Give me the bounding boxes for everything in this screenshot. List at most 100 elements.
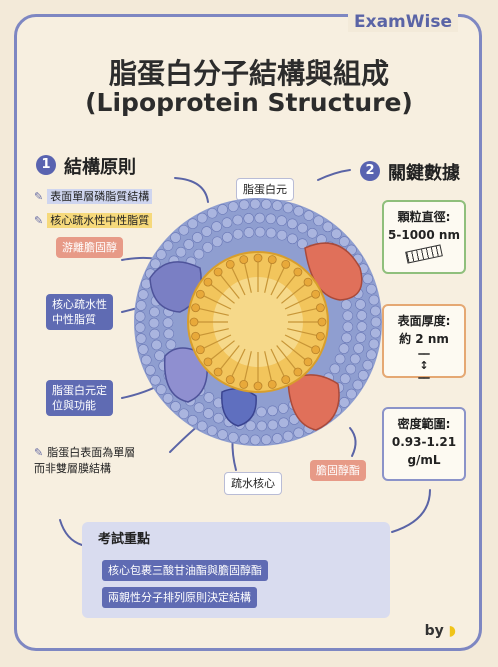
lipid-tail — [264, 351, 273, 383]
phospholipid-head — [297, 238, 308, 250]
lipid-tail — [276, 345, 298, 371]
phospholipid-head — [187, 218, 199, 229]
label-free-cholesterol: 游離膽固醇 — [56, 237, 123, 258]
lipid-head — [191, 303, 201, 313]
section-1-title: 結構原則 — [64, 157, 136, 178]
label-cholesteryl-ester: 膽固醇酯 — [310, 460, 366, 481]
phospholipid-head — [276, 215, 287, 227]
lipid-tail — [243, 261, 252, 293]
core-inner — [213, 277, 303, 367]
phospholipid-head — [217, 204, 228, 215]
phospholipid-head — [355, 332, 367, 343]
phospholipid-head — [265, 227, 277, 239]
exam-item-1: 核心包裹三酸甘油酯與膽固醇酯 — [102, 560, 268, 581]
lipid-tails — [196, 260, 320, 384]
phospholipid-head — [282, 202, 294, 214]
lipid-head — [213, 267, 223, 277]
phospholipid-head — [183, 239, 195, 250]
lipid-head — [191, 331, 201, 341]
bullet-monolayer: ✎脂蛋白表面為單層 而非雙層膜結構 — [34, 446, 136, 475]
phospholipid-head — [211, 221, 222, 232]
lipid-head — [281, 259, 291, 269]
phospholipid-heads — [134, 198, 382, 446]
phospholipid-head — [203, 392, 215, 403]
phospholipid-head — [353, 343, 364, 354]
label-apoprotein-role: 脂蛋白元定 位與功能 — [46, 380, 113, 416]
phospholipid-head — [307, 228, 318, 239]
card-title: 密度範圍: — [397, 417, 451, 431]
label-hydrophobic-core: 疏水核心 — [224, 472, 282, 495]
card-density-range: 密度範圍: 0.93-1.21 g/mL — [382, 407, 466, 481]
lipid-head — [253, 253, 263, 263]
lipid-tail — [230, 348, 246, 379]
leaf-icon: ✎ — [34, 214, 44, 227]
card-value: 0.93-1.21 g/mL — [391, 435, 457, 467]
phospholipid-head — [155, 384, 167, 395]
lipid-tail — [230, 265, 246, 296]
phospholipid-head — [276, 229, 288, 241]
phospholipid-head — [346, 388, 357, 400]
section-1-number: 1 — [36, 155, 56, 175]
section-2-number: 2 — [360, 161, 380, 181]
phospholipid-head — [370, 327, 381, 339]
arrow-exam-left — [59, 519, 83, 546]
phospholipid-head — [243, 213, 254, 224]
lipid-tail — [243, 351, 252, 383]
phospholipid-head — [313, 215, 324, 227]
exam-title: 考試重點 — [98, 532, 151, 547]
lipid-tail — [270, 265, 286, 296]
lipid-head — [203, 277, 213, 287]
phospholipid-head — [362, 273, 374, 285]
byline: by ◗ — [424, 623, 456, 639]
phospholipid-head — [366, 283, 377, 295]
phospholipid-head — [254, 226, 266, 238]
core-lipid-heads — [189, 253, 327, 391]
lipid-head — [315, 303, 325, 313]
phospholipid-head — [238, 433, 250, 445]
lipid-head — [253, 381, 263, 391]
lipid-tail — [218, 273, 240, 299]
phospholipid-head — [352, 379, 364, 391]
lipid-head — [303, 357, 313, 367]
phospholipid-head — [178, 408, 190, 420]
lipid-head — [195, 345, 205, 355]
lipid-tail — [201, 294, 232, 310]
phospholipid-head — [293, 427, 304, 439]
phospholipid-head — [149, 306, 160, 318]
card-surface-thickness: 表面厚度: 約 2 nm ⎯⎯↕⎯⎯ — [382, 304, 466, 384]
lipid-tail — [270, 348, 286, 379]
phospholipid-head — [342, 310, 354, 322]
phospholipid-head — [287, 218, 298, 230]
phospholipid-head — [134, 311, 146, 322]
phospholipid-head — [278, 417, 289, 429]
lipid-tail — [281, 340, 307, 362]
phospholipid-head — [249, 434, 261, 446]
phospholipid-head — [329, 363, 341, 375]
phospholipid-head — [260, 198, 272, 210]
lipid-head — [317, 317, 327, 327]
phospholipid-head — [256, 406, 267, 418]
phospholipid-head — [163, 328, 175, 340]
phospholipid-head — [331, 228, 342, 240]
lipid-head — [225, 259, 235, 269]
phospholipid-head — [170, 232, 181, 243]
phospholipid-head — [178, 224, 190, 236]
phospholipid-head — [303, 210, 315, 221]
phospholipid-head — [175, 246, 187, 258]
phospholipid-head — [150, 258, 161, 270]
phospholipid-head — [193, 402, 205, 413]
phospholipid-head — [134, 322, 146, 333]
ruler-icon — [405, 244, 443, 264]
phospholipid-head — [256, 420, 268, 432]
phospholipid-head — [278, 403, 289, 414]
phospholipid-head — [187, 415, 199, 426]
lipid-tail — [197, 328, 229, 337]
lipid-tail — [201, 334, 232, 350]
lipid-head — [189, 317, 199, 327]
phospholipid-head — [243, 227, 255, 238]
bullet-surface: ✎表面單層磷脂質結構 — [34, 188, 153, 204]
phospholipid-head — [150, 374, 161, 386]
phospholipid-head — [232, 228, 244, 240]
phospholipid-head — [355, 299, 366, 310]
phospholipid-head — [254, 212, 266, 224]
